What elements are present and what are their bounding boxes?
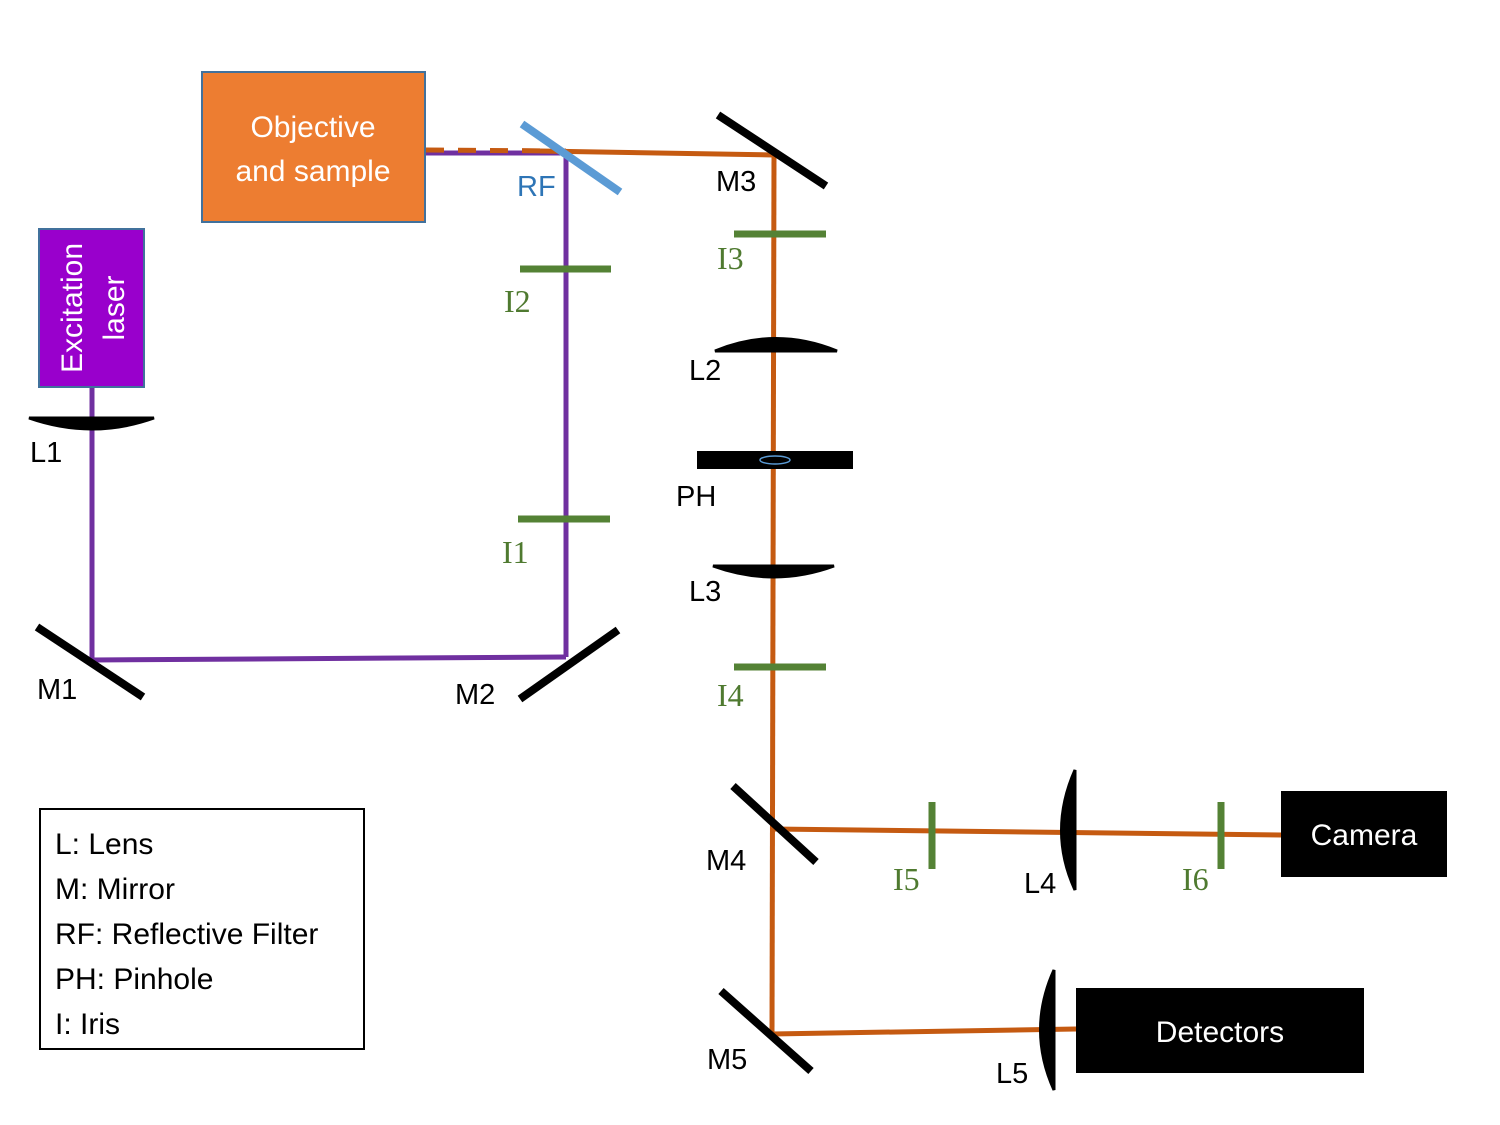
laser-label-line1: Excitation xyxy=(56,243,89,373)
label-m3: M3 xyxy=(716,166,756,198)
legend-item-iris: I: Iris xyxy=(55,1008,120,1041)
label-l4: L4 xyxy=(1024,868,1056,900)
objective-label-line1: Objective xyxy=(250,111,375,144)
excitation-beam-path xyxy=(89,150,569,663)
label-l1: L1 xyxy=(30,437,62,469)
mirror-m2[interactable] xyxy=(517,626,621,703)
lens-l2[interactable] xyxy=(714,337,838,353)
lens-l4[interactable] xyxy=(1060,769,1077,891)
label-i3: I3 xyxy=(717,240,744,276)
label-i6: I6 xyxy=(1182,861,1209,897)
beam-m1-to-m2 xyxy=(91,654,567,663)
detectors-label: Detectors xyxy=(1156,1016,1284,1049)
camera-box[interactable]: Camera xyxy=(1281,791,1447,877)
beam-objective-to-rf-dashed xyxy=(425,147,567,154)
emission-beam-path xyxy=(425,147,1282,1037)
pinhole-aperture xyxy=(759,455,791,465)
mirror-m4[interactable] xyxy=(730,783,819,865)
lens-l3[interactable] xyxy=(712,564,835,579)
excitation-laser-box[interactable]: Excitation laser xyxy=(38,228,145,388)
legend-item-pinhole: PH: Pinhole xyxy=(55,963,214,996)
beam-m4-to-camera xyxy=(772,826,1282,838)
pinhole[interactable] xyxy=(697,451,853,469)
detectors-box[interactable]: Detectors xyxy=(1076,988,1364,1073)
label-ph: PH xyxy=(676,481,716,513)
beam-m5-to-detectors xyxy=(771,1026,1077,1037)
lens-l5[interactable] xyxy=(1039,969,1056,1091)
reflective-filter[interactable] xyxy=(519,120,623,196)
legend-box: L: Lens M: Mirror RF: Reflective Filter … xyxy=(39,808,365,1050)
label-l2: L2 xyxy=(689,355,721,387)
legend-item-mirror: M: Mirror xyxy=(55,873,175,906)
lens-l1[interactable] xyxy=(28,416,155,431)
objective-sample-box[interactable]: Objective and sample xyxy=(201,71,426,223)
label-l3: L3 xyxy=(689,576,721,608)
mirror-m5[interactable] xyxy=(718,988,814,1074)
label-i2: I2 xyxy=(504,283,531,319)
legend-item-reflective-filter: RF: Reflective Filter xyxy=(55,918,319,951)
label-m4: M4 xyxy=(706,845,746,877)
label-l5: L5 xyxy=(996,1058,1028,1090)
legend-item-lens: L: Lens xyxy=(55,828,154,861)
mirror-m1[interactable] xyxy=(34,623,146,701)
mirror-m3[interactable] xyxy=(715,111,829,190)
label-i4: I4 xyxy=(717,677,744,713)
label-m1: M1 xyxy=(37,674,77,706)
camera-label: Camera xyxy=(1311,819,1418,852)
beam-m3-to-m5 xyxy=(769,154,777,1035)
label-m5: M5 xyxy=(707,1044,747,1076)
objective-label-line2: and sample xyxy=(235,155,390,188)
label-rf: RF xyxy=(517,171,556,203)
beam-rf-to-m3 xyxy=(539,148,775,158)
laser-label-line2: laser xyxy=(98,275,131,340)
label-m2: M2 xyxy=(455,679,495,711)
label-i1: I1 xyxy=(502,534,529,570)
label-i5: I5 xyxy=(893,861,920,897)
